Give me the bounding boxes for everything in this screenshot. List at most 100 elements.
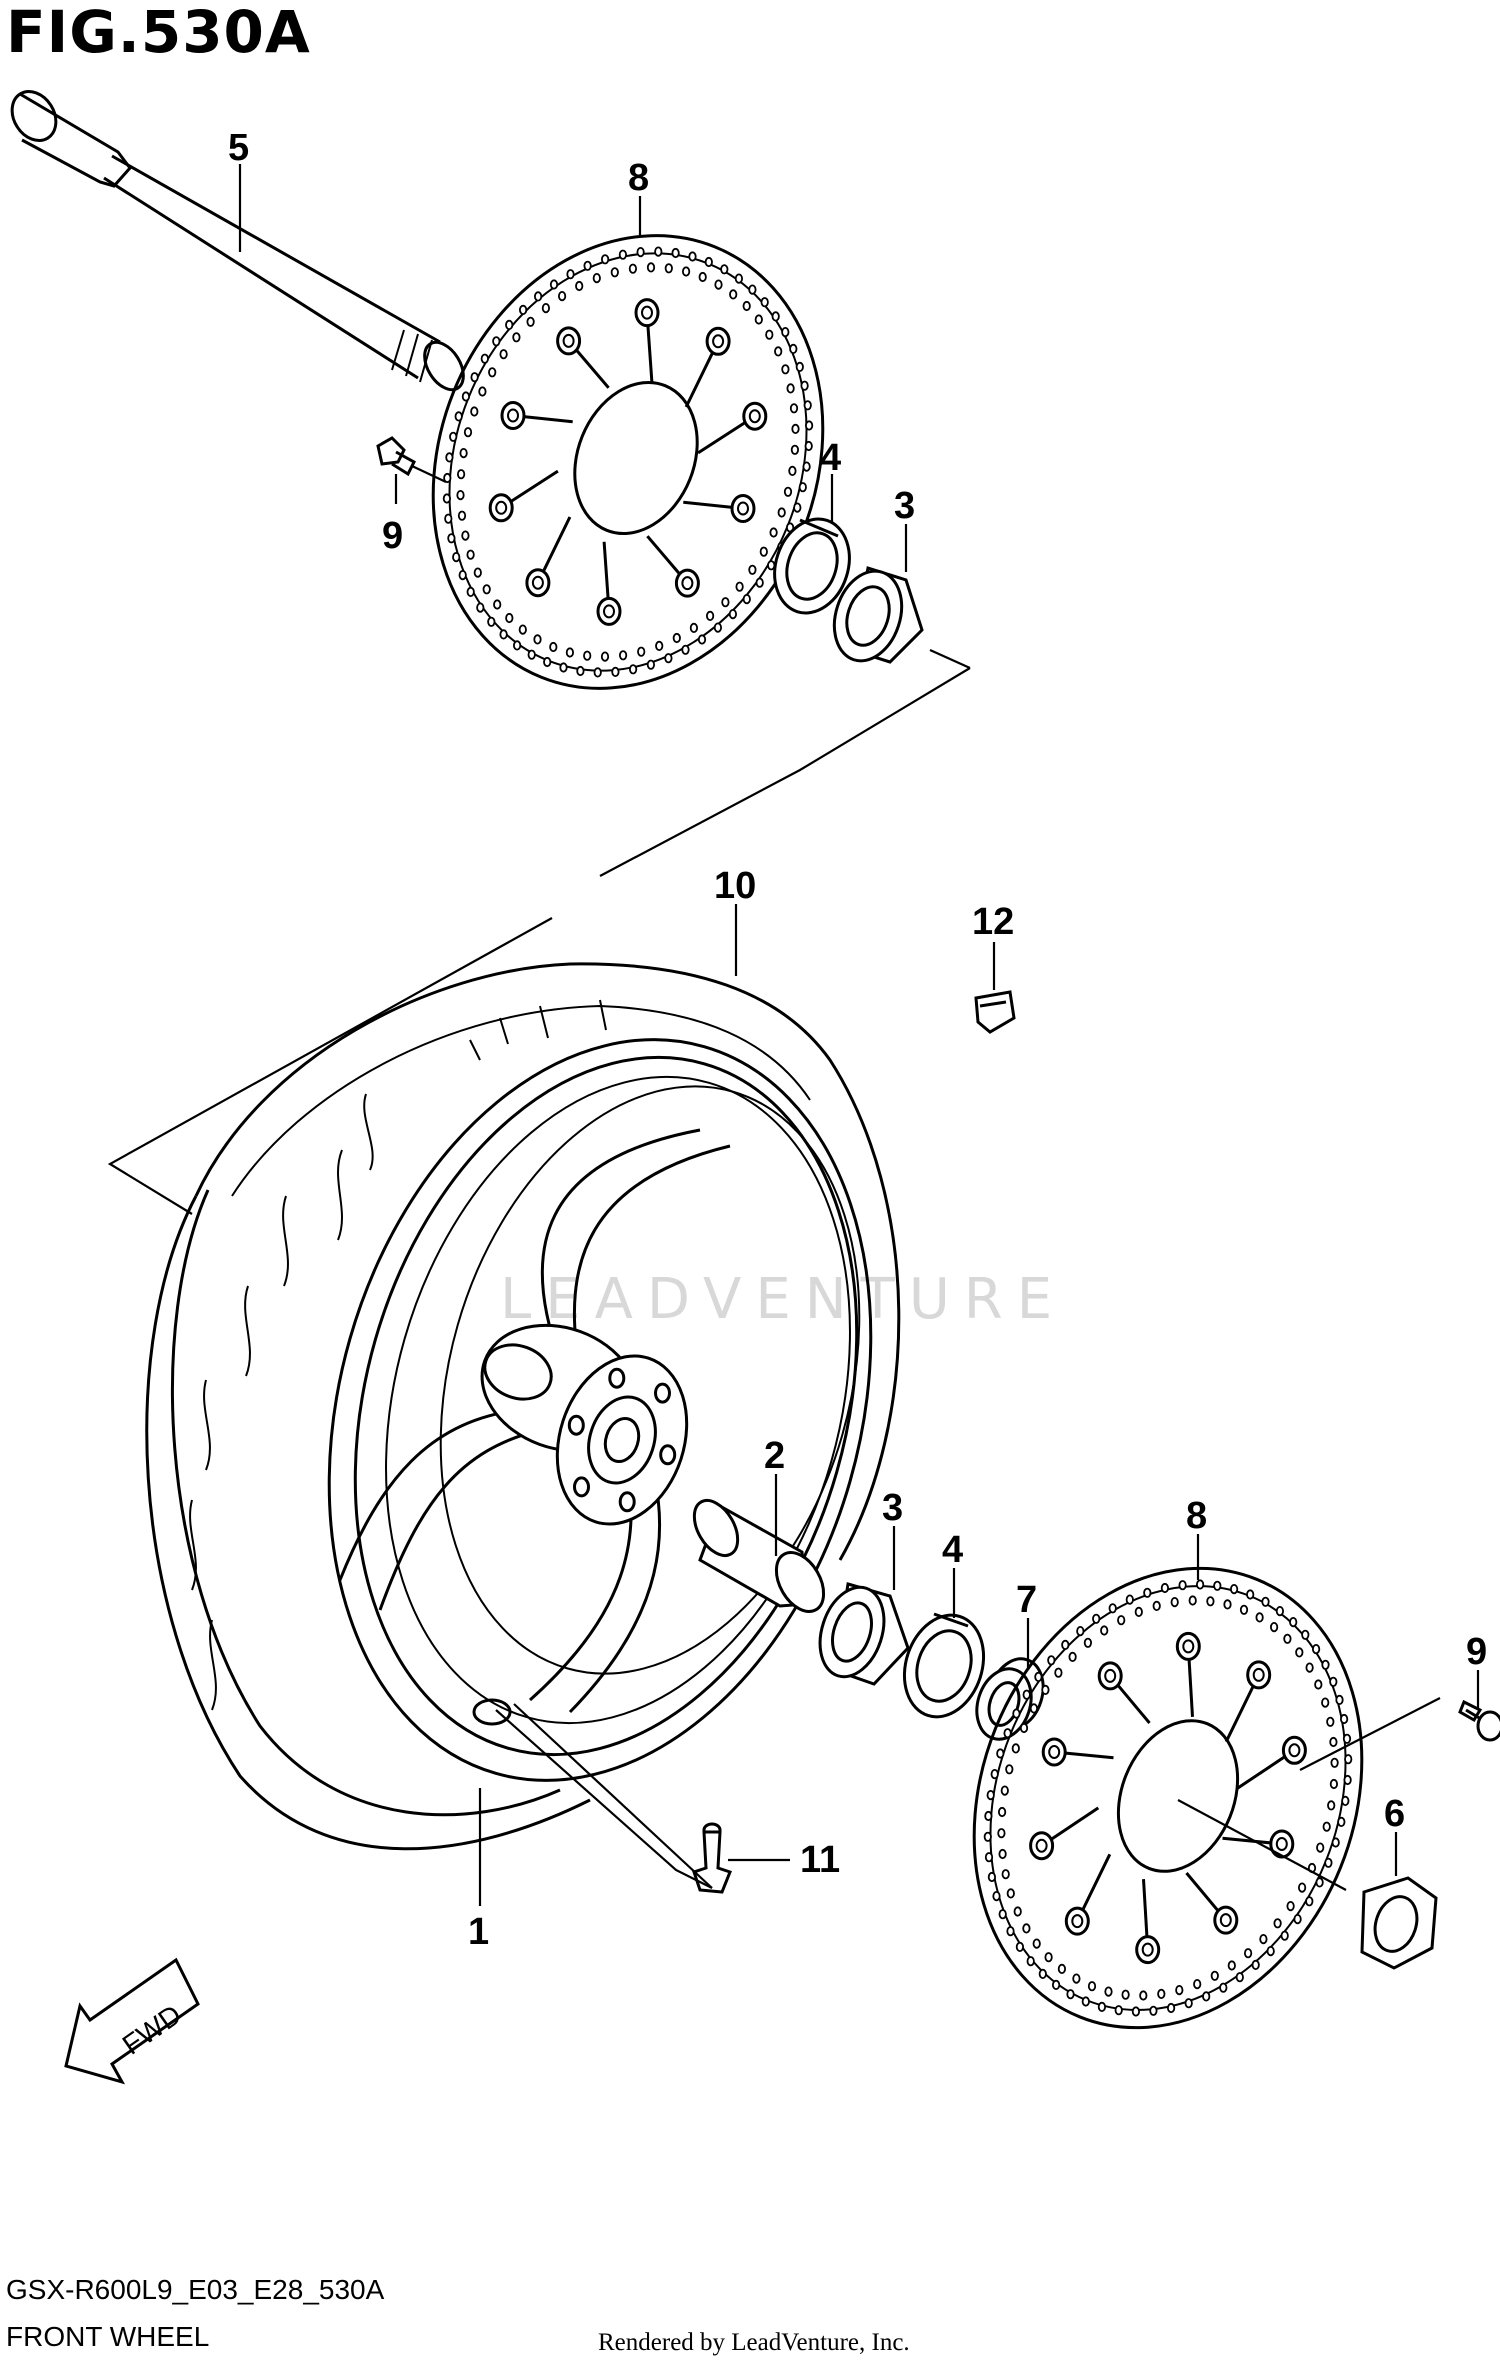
disc-vent-hole bbox=[804, 440, 813, 452]
watermark: LEADVENTURE bbox=[500, 1267, 1066, 1332]
disc-vent-hole bbox=[559, 662, 568, 673]
disc-vent-hole bbox=[1331, 1837, 1340, 1848]
balancer-weight[interactable] bbox=[974, 990, 1016, 1034]
disc-vent-hole bbox=[1330, 1757, 1339, 1768]
brake-disc-upper[interactable] bbox=[367, 176, 889, 747]
disc-vent-hole bbox=[1283, 1633, 1292, 1644]
disc-vent-hole bbox=[800, 380, 809, 391]
disc-vent-hole bbox=[480, 353, 489, 364]
disc-vent-hole bbox=[748, 284, 757, 295]
bearing-upper-4[interactable] bbox=[763, 509, 861, 623]
disc-vent-hole bbox=[1072, 1973, 1081, 1984]
diagram-caption: FRONT WHEEL bbox=[6, 2321, 209, 2352]
disc-rivet-center bbox=[562, 333, 575, 348]
disc-rivet-center bbox=[1104, 1668, 1117, 1683]
callout-1: 1 bbox=[468, 1911, 489, 1953]
disc-vent-hole bbox=[456, 489, 465, 501]
disc-vent-hole bbox=[549, 279, 559, 290]
bearing-lower-3[interactable] bbox=[809, 1579, 910, 1686]
disc-rivet bbox=[674, 568, 700, 598]
disc-vent-hole bbox=[499, 349, 508, 360]
disc-vent-hole bbox=[698, 271, 707, 283]
disc-vent-hole bbox=[583, 260, 592, 271]
disc-vent-hole bbox=[1259, 1934, 1268, 1945]
disc-vent-hole bbox=[493, 599, 502, 610]
disc-vent-hole bbox=[618, 650, 628, 661]
disc-vent-hole bbox=[628, 263, 638, 274]
disc-vent-hole bbox=[473, 567, 482, 578]
disc-rivet-center bbox=[1035, 1838, 1048, 1853]
callout-12: 12 bbox=[972, 901, 1014, 943]
disc-vent-hole bbox=[1000, 1785, 1009, 1796]
disc-vent-hole bbox=[1076, 1626, 1085, 1637]
spacer[interactable] bbox=[685, 1493, 833, 1620]
disc-vent-hole bbox=[1012, 1708, 1021, 1719]
disc-vent-hole bbox=[783, 486, 793, 497]
tire-valve[interactable] bbox=[692, 1822, 732, 1894]
disc-vent-hole bbox=[600, 254, 610, 265]
disc-vent-hole bbox=[442, 493, 451, 504]
disc-rivet bbox=[730, 494, 756, 523]
front-wheel[interactable] bbox=[246, 975, 954, 1845]
disc-vent-hole bbox=[1329, 1736, 1338, 1748]
disc-rivet-center bbox=[748, 409, 761, 424]
disc-vent-hole bbox=[444, 513, 453, 524]
disc-vent-hole bbox=[1131, 2006, 1141, 2017]
disc-vent-hole bbox=[618, 249, 628, 260]
disc-vent-hole bbox=[997, 1828, 1006, 1839]
hub-bolt-hole bbox=[659, 1444, 677, 1466]
disc-vent-hole bbox=[1139, 1990, 1148, 2001]
disc-vent-hole bbox=[795, 361, 804, 372]
disc-rivet bbox=[500, 401, 526, 430]
disc-vent-hole bbox=[1321, 1697, 1330, 1708]
disc-vent-hole bbox=[672, 632, 681, 644]
disc-vent-hole bbox=[786, 383, 795, 394]
callout-3-upper: 3 bbox=[894, 485, 915, 527]
disc-vent-hole bbox=[646, 262, 656, 273]
disc-vent-hole bbox=[781, 326, 790, 338]
disc-vent-hole bbox=[984, 1810, 993, 1822]
disc-vent-hole bbox=[593, 667, 602, 678]
disc-rivet-center bbox=[1071, 1914, 1084, 1929]
disc-vent-hole bbox=[1196, 1579, 1205, 1590]
disc-vent-hole bbox=[802, 461, 811, 472]
disc-vent-hole bbox=[470, 406, 479, 417]
disc-vent-hole bbox=[636, 247, 645, 258]
disc-vent-hole bbox=[728, 608, 738, 620]
disc-vent-hole bbox=[997, 1806, 1007, 1818]
disc-vent-hole bbox=[1003, 1728, 1012, 1739]
disc-vent-hole bbox=[1188, 1595, 1197, 1606]
disc-rivet-center bbox=[1252, 1667, 1265, 1682]
disc-vent-hole bbox=[449, 431, 458, 442]
disc-vent-hole bbox=[987, 1871, 997, 1883]
hub-bolt-hole bbox=[654, 1382, 671, 1404]
disc-vent-hole bbox=[1298, 1882, 1307, 1893]
disc-rivet-center bbox=[1275, 1837, 1288, 1851]
disc-vent-hole bbox=[1041, 1684, 1050, 1696]
front-tire[interactable] bbox=[145, 962, 901, 1851]
disc-bolt-upper[interactable] bbox=[376, 436, 416, 477]
disc-vent-hole bbox=[681, 266, 691, 277]
disc-bolt-lower[interactable] bbox=[1458, 1699, 1500, 1742]
disc-vent-hole bbox=[1121, 1989, 1130, 2000]
disc-vent-hole bbox=[1324, 1857, 1333, 1868]
bearing-upper-3[interactable] bbox=[823, 562, 924, 669]
disc-vent-hole bbox=[1152, 1600, 1161, 1612]
disc-vent-hole bbox=[1312, 1644, 1321, 1655]
disc-rivet bbox=[1135, 1935, 1161, 1965]
disc-vent-hole bbox=[781, 364, 790, 375]
disc-vent-hole bbox=[671, 247, 680, 259]
disc-vent-hole bbox=[1305, 1896, 1314, 1907]
front-axle[interactable] bbox=[3, 83, 471, 396]
callout-6: 6 bbox=[1384, 1793, 1405, 1835]
disc-vent-hole bbox=[1006, 1888, 1015, 1899]
bearing-lower-4[interactable] bbox=[892, 1605, 996, 1727]
callout-8-lower: 8 bbox=[1186, 1495, 1207, 1537]
disc-rivet bbox=[488, 493, 514, 523]
disc-vent-hole bbox=[1286, 1901, 1295, 1912]
disc-vent-hole bbox=[1083, 1637, 1093, 1648]
spacer-collar[interactable] bbox=[1360, 1876, 1438, 1970]
disc-vent-hole bbox=[443, 472, 452, 484]
disc-vent-hole bbox=[549, 641, 558, 653]
brake-disc-lower[interactable] bbox=[907, 1510, 1429, 2087]
